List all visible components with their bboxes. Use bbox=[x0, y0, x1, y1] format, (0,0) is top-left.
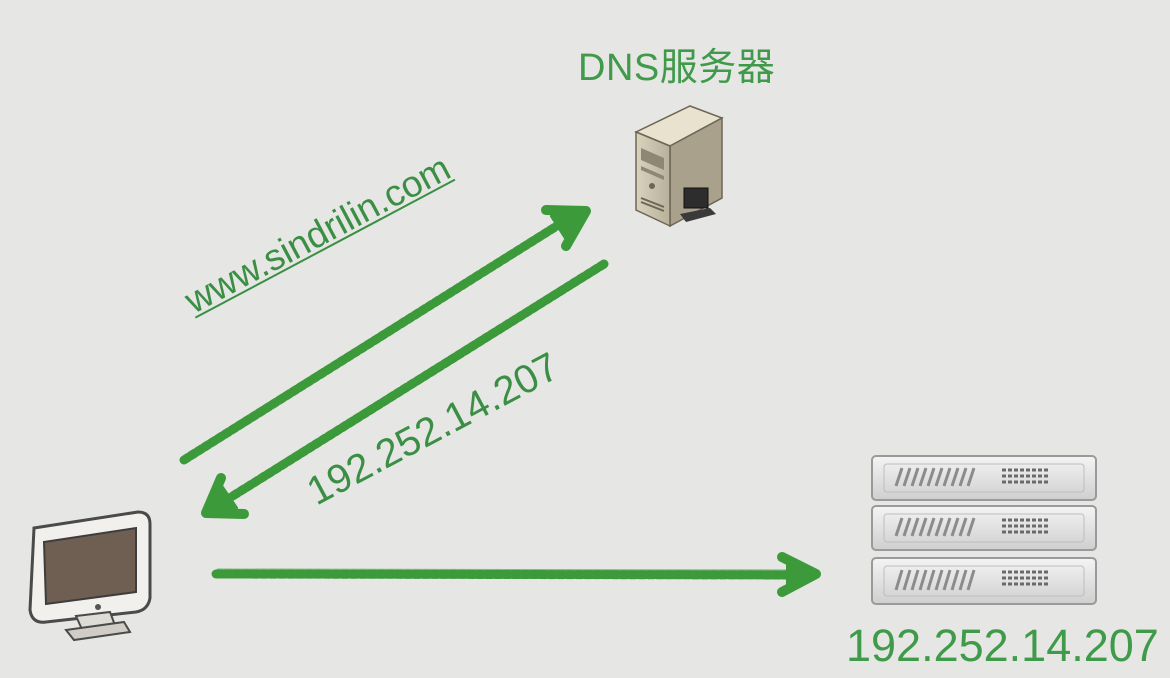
web-server-ip-label: 192.252.14.207 bbox=[846, 620, 1159, 671]
rack-unit bbox=[871, 505, 1097, 551]
dns-server-label: DNS服务器 bbox=[578, 47, 776, 89]
response-arrow bbox=[201, 259, 609, 519]
rack-unit bbox=[871, 557, 1097, 605]
web-server-icon bbox=[871, 455, 1097, 605]
client-computer-icon bbox=[28, 510, 152, 642]
request-arrow bbox=[179, 205, 591, 465]
rack-unit bbox=[871, 455, 1097, 501]
connect-arrow bbox=[211, 552, 821, 597]
dns-server-icon bbox=[634, 105, 724, 228]
